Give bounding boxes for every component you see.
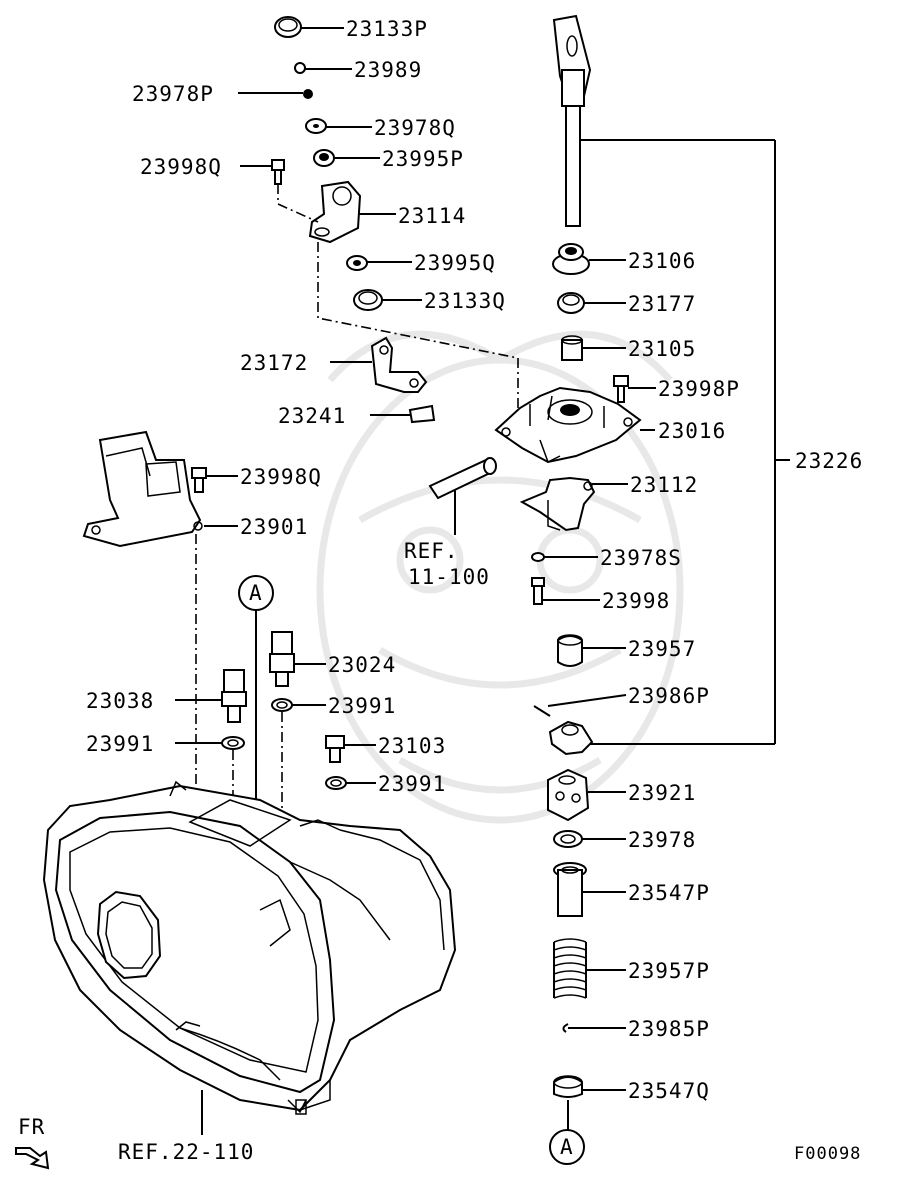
label-23998p: 23998P <box>658 377 740 401</box>
guide-line-bracket-housing <box>317 242 519 412</box>
label-23114: 23114 <box>398 204 466 228</box>
part-23112-plate <box>519 476 628 532</box>
part-23998p-bolt <box>613 375 656 403</box>
label-23547q: 23547Q <box>628 1079 710 1103</box>
part-23133q-cap <box>353 289 422 311</box>
watermark-emblem <box>316 330 684 824</box>
label-23901: 23901 <box>240 515 308 539</box>
part-shift-lever-piece <box>548 720 594 756</box>
marker-a-bottom-label: A <box>560 1135 574 1159</box>
label-23991-a: 23991 <box>328 694 396 718</box>
label-23995q: 23995Q <box>414 251 496 275</box>
label-23998q-mid: 23998Q <box>240 465 322 489</box>
part-23978q-washer <box>305 118 372 134</box>
group-bracket-23226 <box>590 140 790 745</box>
part-ref-11-100-shaft <box>428 457 497 535</box>
label-23106: 23106 <box>628 249 696 273</box>
part-23547p-sleeve <box>553 862 626 917</box>
label-23038: 23038 <box>86 689 154 713</box>
part-23957p-spring <box>553 938 626 999</box>
figure-code: F00098 <box>794 1144 861 1164</box>
part-23995q-washer <box>346 255 412 271</box>
part-23038-switch <box>175 669 247 723</box>
part-23177-bushing <box>557 292 626 314</box>
front-direction-arrow-icon <box>15 1147 50 1170</box>
part-23547q-cap <box>553 1075 626 1130</box>
label-23995p: 23995P <box>382 147 464 171</box>
part-23978p-washer <box>238 89 313 99</box>
label-23112: 23112 <box>630 473 698 497</box>
label-23957: 23957 <box>628 637 696 661</box>
label-23172: 23172 <box>240 351 308 375</box>
label-23016: 23016 <box>658 419 726 443</box>
part-23978s-washer <box>531 552 598 562</box>
label-23921: 23921 <box>628 781 696 805</box>
label-23989: 23989 <box>354 58 422 82</box>
label-23991-b: 23991 <box>86 732 154 756</box>
label-23978s: 23978S <box>600 546 682 570</box>
label-23226: 23226 <box>795 449 863 473</box>
label-23547p: 23547P <box>628 881 710 905</box>
part-23016-housing <box>494 386 655 464</box>
label-23978: 23978 <box>628 828 696 852</box>
part-shift-shaft <box>552 14 775 227</box>
marker-a-bottom <box>549 1129 585 1165</box>
label-23024: 23024 <box>328 653 396 677</box>
part-23106-seal <box>552 243 626 275</box>
part-23995p-bushing <box>313 149 380 167</box>
part-23991-washer-b <box>175 736 245 750</box>
label-23133q: 23133Q <box>424 289 506 313</box>
part-23241-clip <box>370 404 436 424</box>
label-23998: 23998 <box>602 589 670 613</box>
part-23985p-clip <box>562 1023 626 1033</box>
label-23986p: 23986P <box>628 684 710 708</box>
guide-line-bolt-bracket <box>277 184 319 223</box>
part-23998-bolt <box>531 577 600 605</box>
part-23978-washer <box>553 830 626 848</box>
part-23103-plug <box>325 735 376 763</box>
label-23241: 23241 <box>278 404 346 428</box>
marker-a-top-label: A <box>249 581 263 605</box>
label-23978p: 23978P <box>132 82 214 106</box>
part-23921-block <box>547 768 626 822</box>
label-ref-11-100-line1: REF. <box>404 539 459 563</box>
part-23986p-pin <box>533 694 627 717</box>
part-23998q-bolt-mid <box>191 467 238 493</box>
label-23991-c: 23991 <box>378 772 446 796</box>
label-23177: 23177 <box>628 292 696 316</box>
label-23957p: 23957P <box>628 959 710 983</box>
label-fr: FR <box>18 1115 45 1139</box>
part-23114-bracket <box>308 180 396 244</box>
label-23103: 23103 <box>378 734 446 758</box>
label-23133p: 23133P <box>346 17 428 41</box>
part-23901-bracket <box>82 430 238 548</box>
part-23105-bushing <box>561 335 626 361</box>
part-23024-switch <box>269 631 326 687</box>
part-23957-cap <box>557 634 626 667</box>
label-ref-22-110: REF.22-110 <box>118 1140 254 1164</box>
marker-a-top <box>238 575 274 800</box>
part-23991-washer-c <box>325 776 376 790</box>
part-23991-washer-a <box>271 698 326 712</box>
part-23172-lever <box>330 336 428 393</box>
label-23978q: 23978Q <box>374 116 456 140</box>
label-23105: 23105 <box>628 337 696 361</box>
part-23133p-cap <box>274 16 344 38</box>
part-23998q-bolt-top <box>240 159 285 185</box>
part-23989-nut <box>294 62 352 74</box>
label-ref-11-100-line2: 11-100 <box>408 565 490 589</box>
label-23998q-top: 23998Q <box>140 155 222 179</box>
label-23985p: 23985P <box>628 1017 710 1041</box>
transmission-case <box>42 780 457 1135</box>
